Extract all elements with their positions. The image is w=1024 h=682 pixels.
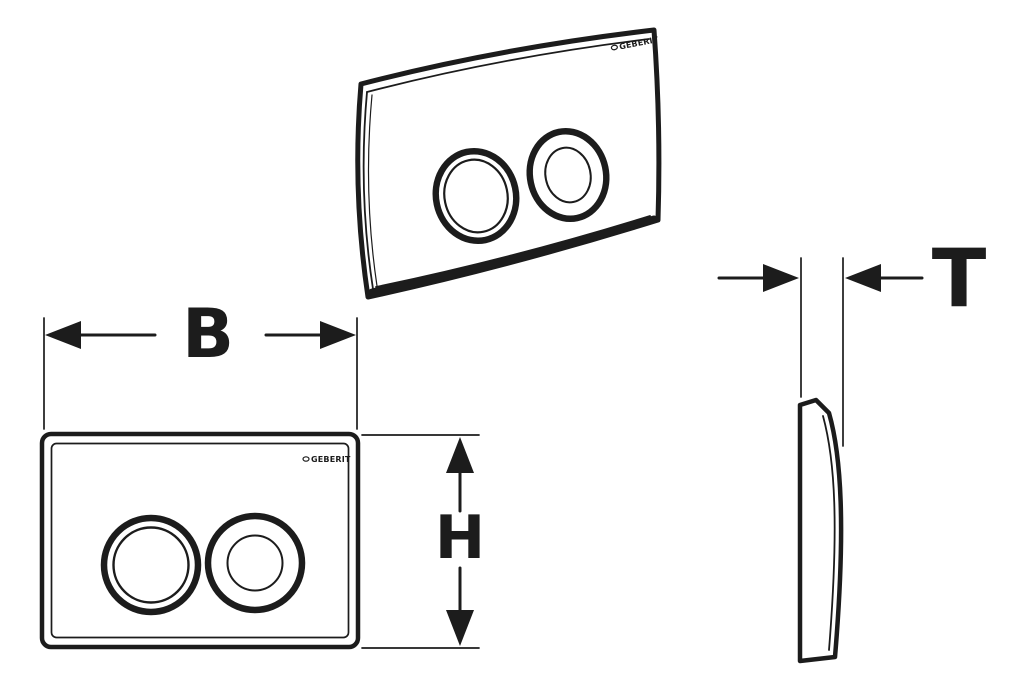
flush-button-small bbox=[526, 127, 610, 223]
plate-top-inner-line bbox=[366, 38, 650, 93]
height-dimension-label: H bbox=[435, 503, 485, 573]
plate-outer-frame bbox=[39, 431, 361, 650]
arrowhead-left-icon bbox=[45, 321, 81, 349]
side-view bbox=[797, 397, 844, 664]
button-ring bbox=[526, 127, 610, 223]
perspective-view: GEBERIT bbox=[355, 27, 662, 300]
width-dimension-label: B bbox=[182, 295, 234, 374]
button-inner-circle bbox=[443, 158, 509, 234]
plate-inner-frame bbox=[50, 442, 350, 639]
thickness-dimension-label: T bbox=[932, 232, 987, 325]
geberit-logo-text: GEBERIT bbox=[311, 455, 351, 464]
button-inner-circle bbox=[226, 534, 284, 592]
plate-left-side-line bbox=[362, 91, 374, 290]
button-ring bbox=[432, 147, 520, 245]
arrowhead-right-icon bbox=[320, 321, 356, 349]
dimension-b: B bbox=[43, 295, 358, 430]
side-profile-outline bbox=[797, 397, 844, 664]
side-profile-inner-line bbox=[822, 415, 836, 651]
arrowhead-up-icon bbox=[446, 437, 474, 473]
drawing-root: GEBERIT GEBERIT bbox=[39, 27, 987, 664]
arrowhead-down-icon bbox=[446, 610, 474, 646]
dimension-t: T bbox=[717, 232, 987, 447]
flush-button-small bbox=[204, 512, 306, 614]
button-inner-circle bbox=[544, 146, 592, 204]
flush-button-large bbox=[432, 147, 520, 245]
geberit-logo: GEBERIT bbox=[302, 455, 351, 464]
plate-silhouette bbox=[355, 27, 662, 300]
logo-oval-icon bbox=[302, 456, 310, 462]
button-ring bbox=[100, 514, 202, 616]
arrowhead-right-icon bbox=[763, 264, 799, 292]
plate-bottom-face-edge bbox=[375, 215, 651, 288]
dimension-h: H bbox=[361, 434, 485, 649]
plate-bottom-face bbox=[368, 215, 658, 296]
plate-left-side-line-inner bbox=[367, 94, 378, 287]
arrowhead-left-icon bbox=[845, 264, 881, 292]
logo-oval-icon bbox=[610, 44, 618, 51]
front-view: GEBERIT bbox=[39, 431, 361, 650]
button-ring bbox=[204, 512, 306, 614]
button-inner-circle bbox=[112, 526, 190, 604]
flush-button-large bbox=[100, 514, 202, 616]
